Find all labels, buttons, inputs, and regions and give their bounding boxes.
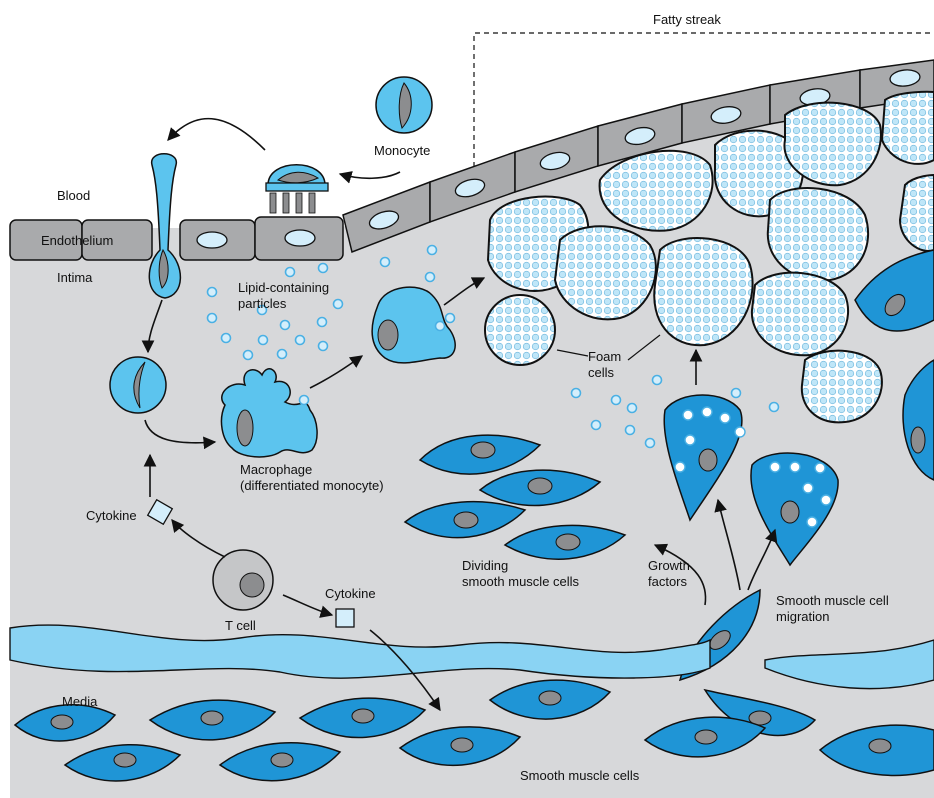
monocyte-intima <box>110 357 166 413</box>
dividing-label-line2: smooth muscle cells <box>462 574 580 589</box>
cytokine-center-label: Cytokine <box>325 586 376 601</box>
t-cell <box>213 550 273 610</box>
growth-label-line2: factors <box>648 574 688 589</box>
transmigrating-monocyte <box>149 154 180 298</box>
macrophage-label-line1: Macrophage <box>240 462 312 477</box>
foam-label-line1: Foam <box>588 349 621 364</box>
adhering-monocyte <box>266 165 328 213</box>
blood-label: Blood <box>57 188 90 203</box>
intima-label: Intima <box>57 270 93 285</box>
lipid-label-line2: particles <box>238 296 287 311</box>
cytokine-center-square <box>336 609 354 627</box>
monocyte-blood <box>376 77 432 133</box>
migration-label-line2: migration <box>776 609 829 624</box>
endothelium-label: Endothelium <box>41 233 113 248</box>
macrophage-label-line2: (differentiated monocyte) <box>240 478 384 493</box>
migration-label-line1: Smooth muscle cell <box>776 593 889 608</box>
t-cell-label: T cell <box>225 618 256 633</box>
growth-label-line1: Growth <box>648 558 690 573</box>
monocyte-label: Monocyte <box>374 143 430 158</box>
lipid-label-line1: Lipid-containing <box>238 280 329 295</box>
foam-label-line2: cells <box>588 365 615 380</box>
dividing-label-line1: Dividing <box>462 558 508 573</box>
media-label: Media <box>62 694 98 709</box>
smooth-muscle-label: Smooth muscle cells <box>520 768 640 783</box>
cytokine-left-label: Cytokine <box>86 508 137 523</box>
fatty-streak-label: Fatty streak <box>653 12 721 27</box>
